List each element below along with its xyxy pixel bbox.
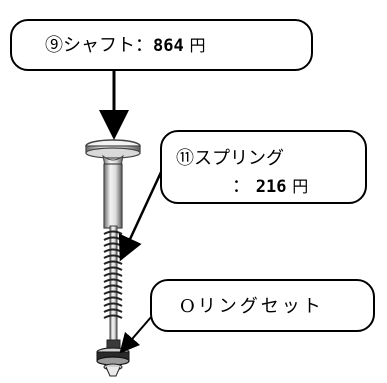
shaft-rod bbox=[109, 225, 118, 355]
shaft-body bbox=[103, 163, 123, 229]
oring-assembly bbox=[96, 339, 130, 377]
oring-label: Oリングセット bbox=[180, 296, 324, 317]
shaft-price-unit: 円 bbox=[189, 36, 206, 55]
shaft-price: 864 bbox=[153, 36, 184, 56]
spring-price-prefix: ： bbox=[232, 176, 250, 197]
spring-arrow bbox=[118, 169, 164, 262]
oring-callout: Oリングセット bbox=[150, 279, 375, 332]
spring-label: ⑪スプリング bbox=[176, 148, 284, 169]
spring-price-unit: 円 bbox=[292, 177, 309, 196]
spring-price: 216 bbox=[255, 177, 287, 197]
shaft-cap bbox=[85, 139, 141, 167]
oring-arrow bbox=[119, 315, 153, 354]
shaft-callout: ⑨シャフト：864 円 bbox=[10, 19, 313, 71]
shaft-label: ⑨シャフト： bbox=[45, 35, 153, 56]
spring-callout: ⑪スプリング ： 216 円 bbox=[160, 130, 367, 204]
